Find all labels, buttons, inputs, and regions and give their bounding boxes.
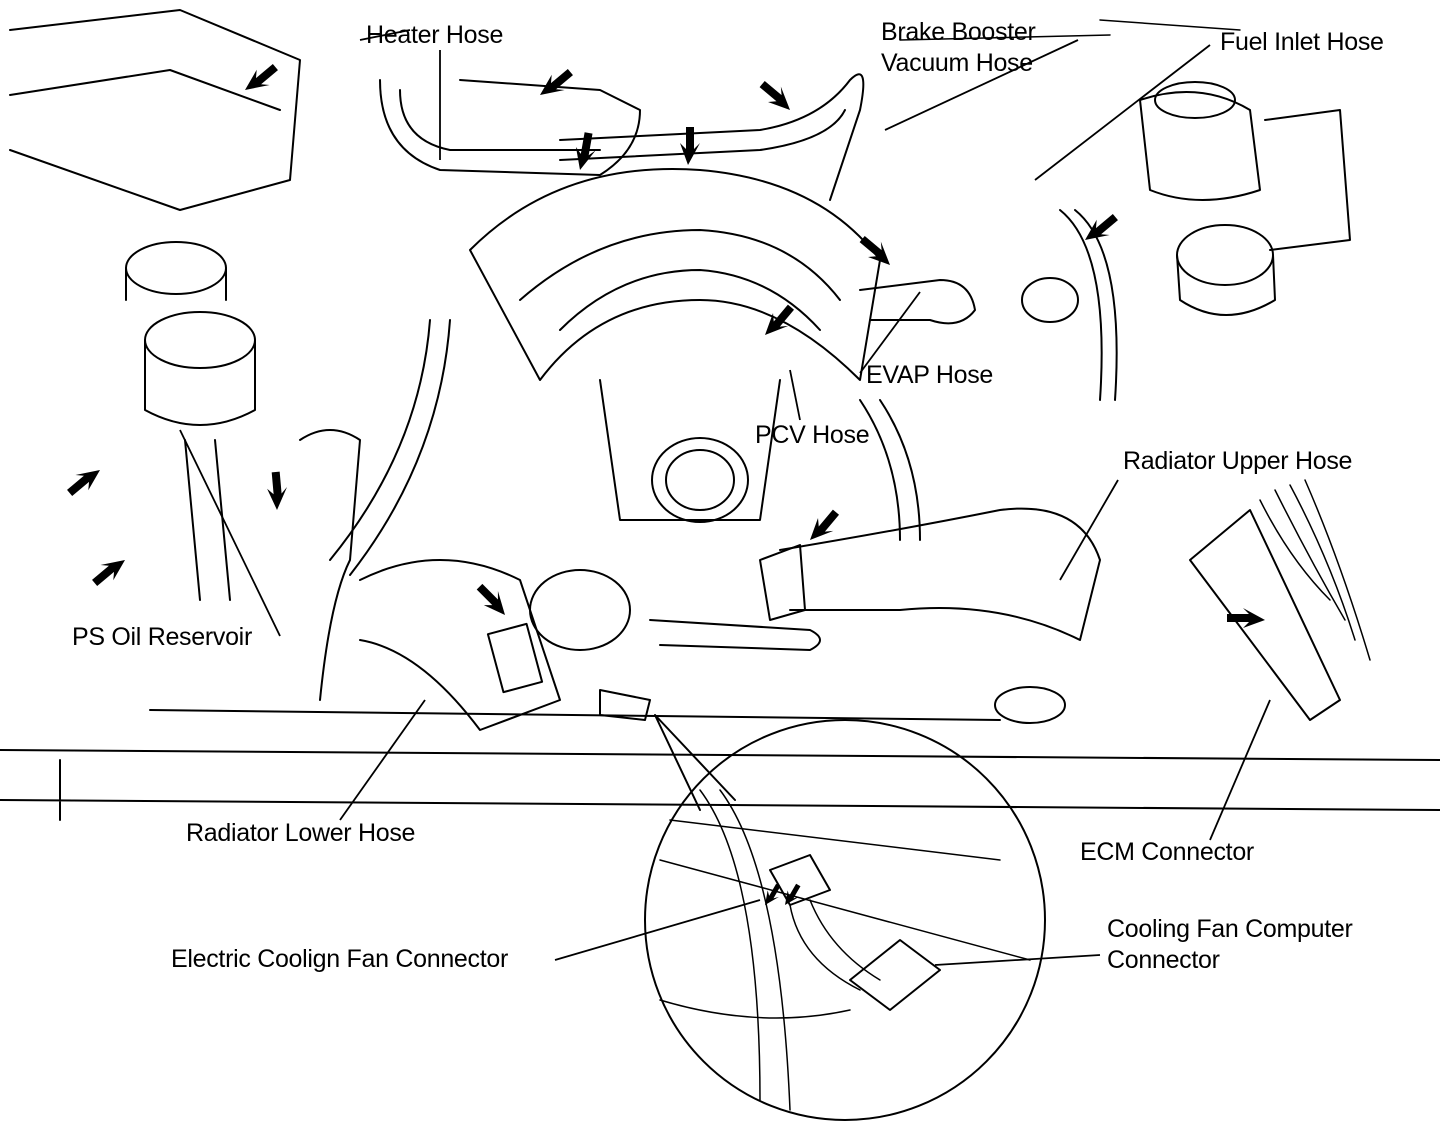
- ecm-connector-shape: [1189, 509, 1341, 721]
- brake-booster-hose-shape: [559, 73, 865, 201]
- radiator-cap: [994, 686, 1066, 724]
- arrow-icon: [765, 883, 781, 905]
- label-radiator-upper-hose: Radiator Upper Hose: [1123, 447, 1353, 475]
- intake-manifold: [469, 168, 881, 381]
- arrow-icon: [859, 235, 890, 265]
- radiator-lower-hose-shape: [359, 559, 561, 731]
- arrow-icon: [785, 883, 801, 905]
- ps-reservoir-body: [144, 311, 256, 369]
- arrow-icon: [540, 69, 573, 95]
- arrow-icon: [680, 127, 700, 165]
- arrow-icon: [1227, 608, 1265, 628]
- label-ecm-connector: ECM Connector: [1080, 838, 1254, 866]
- label-fuel-inlet-hose: Fuel Inlet Hose: [1220, 28, 1384, 56]
- radiator-upper-hose-shape: [779, 507, 1101, 641]
- arrow-icon: [267, 471, 288, 510]
- arrow-icon: [575, 132, 596, 170]
- label-heater-hose: Heater Hose: [366, 21, 504, 49]
- inset-connector-1: [769, 854, 831, 906]
- inset-callout-wedge: [654, 714, 736, 811]
- washer-tank-cap: [1176, 224, 1274, 286]
- indicator-arrows: [67, 64, 1265, 905]
- label-radiator-lower-hose: Radiator Lower Hose: [186, 819, 416, 847]
- inset-connector-2: [849, 939, 941, 1011]
- label-evap-hose: EVAP Hose: [866, 361, 993, 389]
- label-cooling-fan-computer-line1: Cooling Fan Computer: [1107, 915, 1353, 943]
- arrow-icon: [1085, 214, 1118, 240]
- oil-filler-cap: [1021, 277, 1079, 323]
- label-ps-oil-reservoir: PS Oil Reservoir: [72, 623, 252, 651]
- label-brake-booster-line1: Brake Booster: [881, 18, 1036, 46]
- throttle-body: [651, 437, 749, 523]
- radiator-support: [0, 749, 1440, 761]
- arrow-icon: [245, 64, 278, 90]
- arrow-icon: [92, 560, 125, 586]
- battery-outline: [9, 9, 301, 211]
- leader-lines: [179, 29, 1271, 966]
- detail-inset: [644, 714, 1046, 1121]
- inset-circle: [644, 719, 1046, 1121]
- label-cooling-fan-computer-line2: Connector: [1107, 946, 1220, 974]
- arrow-icon: [810, 509, 840, 540]
- brake-master-cylinder: [1139, 91, 1261, 201]
- arrow-icon: [765, 304, 795, 335]
- label-pcv-hose: PCV Hose: [755, 421, 870, 449]
- ps-reservoir-cap: [125, 241, 227, 295]
- arrow-icon: [759, 80, 790, 110]
- engine-line-art: [0, 9, 1440, 821]
- arrow-icon: [476, 583, 505, 615]
- label-brake-booster-line2: Vacuum Hose: [881, 49, 1033, 77]
- heater-hose-shape: [379, 79, 641, 176]
- arrow-icon: [67, 470, 100, 496]
- label-electric-cooling-fan-connector: Electric Coolign Fan Connector: [171, 945, 508, 973]
